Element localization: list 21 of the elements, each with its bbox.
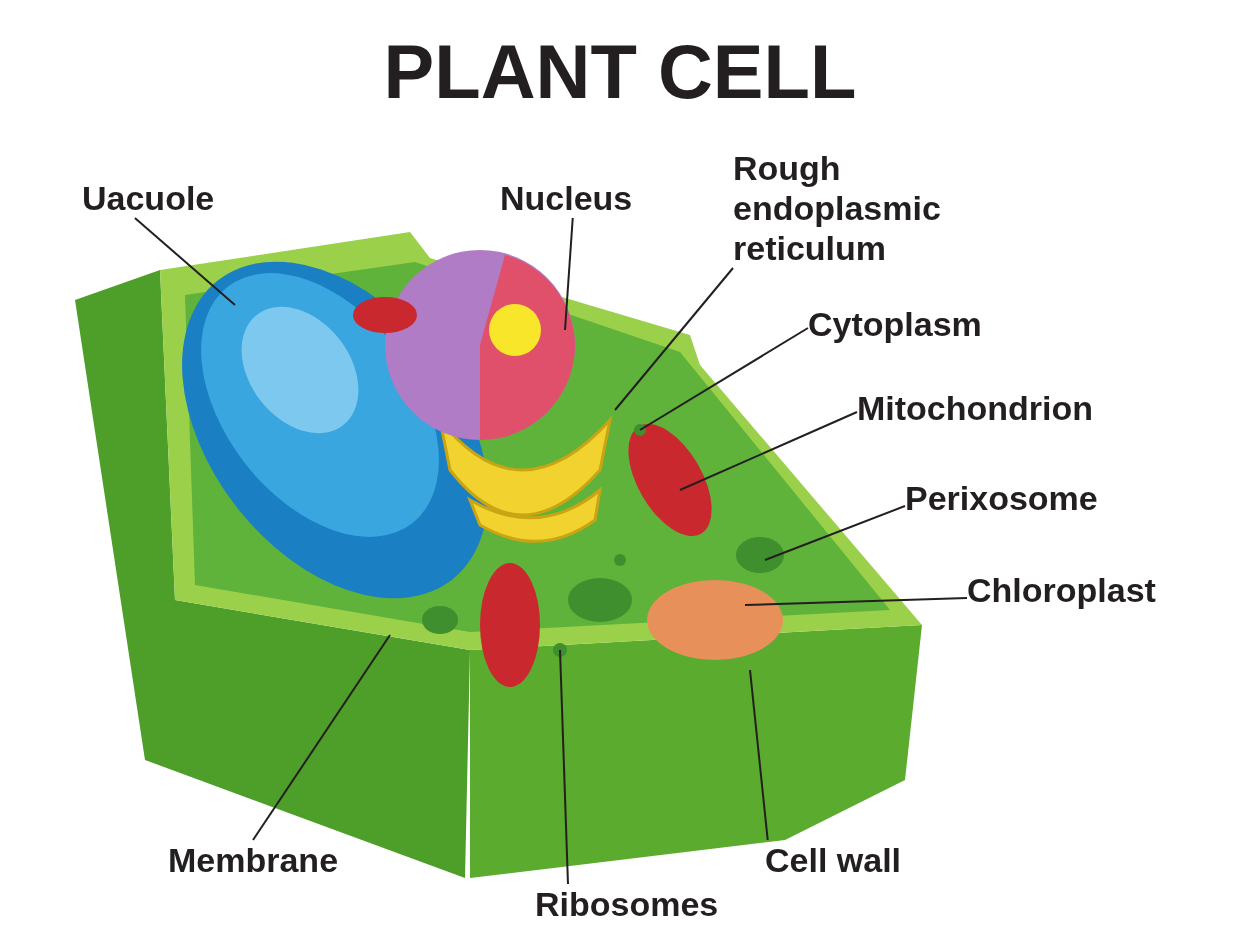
leader-line xyxy=(744,597,968,606)
leader-line xyxy=(679,411,858,491)
leader-line xyxy=(639,327,809,431)
leader-line xyxy=(749,669,769,841)
leader-line xyxy=(559,649,569,885)
part-label: Rough endoplasmic reticulum xyxy=(733,148,993,268)
part-label: Ribosomes xyxy=(535,884,719,924)
part-label: Cell wall xyxy=(765,840,902,880)
leader-line xyxy=(764,505,906,561)
part-label: Perixosome xyxy=(905,478,1098,518)
leader-line xyxy=(133,217,236,306)
part-label: Cytoplasm xyxy=(808,304,982,344)
part-label: Membrane xyxy=(168,840,339,880)
part-label: Uacuole xyxy=(82,178,215,218)
leader-line xyxy=(614,267,734,411)
part-label: Chloroplast xyxy=(967,570,1156,610)
leader-line xyxy=(564,217,574,331)
leader-line xyxy=(252,634,391,841)
part-label: Nucleus xyxy=(500,178,633,218)
title: PLANT CELL xyxy=(382,28,858,115)
part-label: Mitochondrion xyxy=(857,388,1094,428)
